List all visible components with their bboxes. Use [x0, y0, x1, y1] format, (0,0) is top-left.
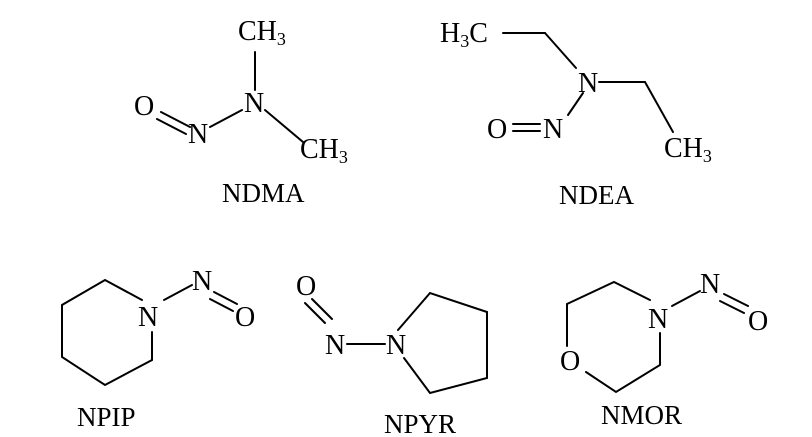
ndea-structure: H3C N N O CH3 NDEA — [440, 18, 712, 210]
ndea-bond-ch2-ch3-right — [644, 81, 674, 133]
npyr-atom-n-nitroso: N — [325, 330, 345, 361]
ndma-bond-n-n — [209, 109, 243, 128]
npip-atom-o: O — [235, 302, 255, 333]
npip-atom-n-ring: N — [138, 302, 158, 333]
nmor-atom-n-ring: N — [648, 304, 668, 335]
ndea-atom-n-amine: N — [578, 68, 598, 99]
ndma-atom-ch3-top: CH3 — [238, 16, 286, 49]
nmor-atom-n-nitroso: N — [700, 269, 720, 300]
nmor-bond-n-o-b — [719, 300, 745, 314]
ndma-bond-n-o-a — [160, 111, 191, 128]
nmor-atom-o-ring: O — [560, 346, 580, 377]
nmor-structure: O N N O NMOR — [560, 269, 768, 430]
ndea-atom-n-nitroso: N — [543, 114, 563, 145]
ndma-bond-n-o-b — [156, 118, 187, 135]
npip-atom-n-nitroso: N — [192, 266, 212, 297]
ndea-bond-n-n — [567, 92, 584, 116]
ndma-atom-o: O — [134, 91, 154, 122]
ndea-label: NDEA — [559, 180, 634, 210]
ndea-bond-ch2-n — [544, 32, 577, 69]
nmor-ring-upper — [566, 280, 651, 347]
ndea-atom-h3c: H3C — [440, 18, 488, 51]
npyr-label: NPYR — [384, 409, 456, 437]
npyr-ring — [397, 291, 488, 395]
nmor-ring-lower — [585, 332, 661, 394]
ndma-atom-n-nitroso: N — [188, 119, 208, 150]
npyr-atom-n-ring: N — [386, 330, 406, 361]
ndma-bond-n-ch3-right — [264, 109, 304, 143]
ndma-atom-ch3-right: CH3 — [300, 134, 348, 167]
nmor-label: NMOR — [601, 400, 682, 430]
nmor-bond-n-o-a — [723, 293, 749, 307]
ndea-atom-o: O — [487, 114, 507, 145]
npip-ring — [61, 278, 153, 387]
npip-bond-n-o-b — [209, 298, 234, 312]
npyr-structure: O N N NPYR — [296, 271, 488, 437]
ndma-label: NDMA — [222, 178, 305, 208]
ndma-atom-n-amine: N — [244, 88, 264, 119]
npip-structure: N N O NPIP — [61, 266, 255, 432]
npyr-bond-o-n-a — [304, 302, 326, 324]
npip-label: NPIP — [77, 402, 136, 432]
ndma-structure: O N N CH3 CH3 NDMA — [134, 16, 348, 208]
npyr-atom-o: O — [296, 271, 316, 302]
nmor-atom-o: O — [748, 306, 768, 337]
nmor-bond-n-n — [671, 290, 701, 307]
npip-bond-n-n — [163, 284, 193, 301]
npyr-bond-o-n-b — [311, 298, 333, 320]
npip-bond-n-o-a — [213, 291, 238, 305]
ndea-atom-ch3: CH3 — [664, 133, 712, 166]
